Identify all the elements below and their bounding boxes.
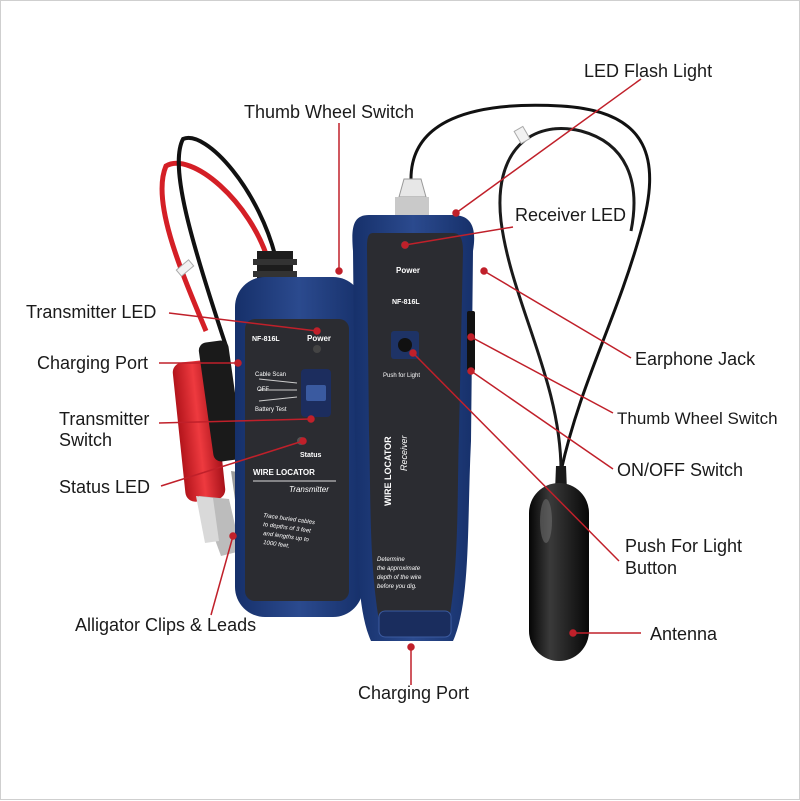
antenna-cable	[409, 103, 652, 472]
label-transmitter-led: Transmitter LED	[26, 302, 157, 322]
leader-transmitter-led	[168, 312, 318, 332]
black-lead	[176, 135, 279, 347]
transmitter-body	[235, 251, 363, 617]
rx-power: Power	[396, 266, 420, 275]
leader-thumb-wheel-right	[470, 336, 614, 414]
leader-transmitter-switch	[158, 418, 312, 424]
leader-led-flash	[455, 78, 642, 214]
label-thumb-wheel-switch-right: Thumb Wheel Switch	[617, 409, 778, 428]
leader-on-off	[470, 370, 614, 470]
leader-lines	[158, 78, 642, 685]
antenna-cable-loop	[498, 127, 636, 472]
leader-status-led	[160, 440, 304, 487]
rx-title: WIRE LOCATOR	[383, 436, 393, 506]
label-transmitter-switch-line2: Switch	[59, 430, 113, 450]
label-on-off-switch: ON/OFF Switch	[617, 460, 744, 480]
rx-desc-1: Determine	[377, 557, 405, 563]
tx-subtitle: Transmitter	[289, 485, 329, 494]
rx-model: NF-816L	[392, 299, 420, 306]
tx-off: OFF	[257, 387, 269, 393]
label-receiver-led: Receiver LED	[515, 205, 627, 225]
rx-subtitle: Receiver	[399, 434, 409, 471]
tx-model: NF-816L	[252, 336, 280, 343]
tx-cable-scan: Cable Scan	[255, 372, 286, 378]
label-alligator-clips: Alligator Clips & Leads	[75, 615, 257, 635]
tx-desc-4: 1000 feet.	[263, 540, 290, 550]
tx-power: Power	[307, 334, 331, 343]
tx-status: Status	[300, 452, 322, 459]
label-transmitter-switch-line1: Transmitter	[59, 409, 150, 429]
cable-tie	[513, 125, 531, 145]
leader-earphone-jack	[483, 270, 632, 359]
rx-desc-3: depth of the wire	[377, 575, 422, 581]
rx-desc-2: the approximate	[377, 566, 421, 572]
leader-push-for-light	[412, 352, 620, 562]
rx-push-for-light: Push for Light	[383, 373, 420, 379]
rx-desc-4: before you dig.	[377, 584, 417, 590]
label-earphone-jack: Earphone Jack	[635, 349, 756, 369]
label-thumb-wheel-switch-top: Thumb Wheel Switch	[244, 102, 415, 122]
leader-alligator	[210, 535, 234, 616]
label-led-flash-light: LED Flash Light	[584, 61, 713, 81]
label-push-for-light-line1: Push For Light	[625, 536, 743, 556]
tx-battery-test: Battery Test	[255, 407, 287, 413]
antenna-probe	[529, 466, 589, 661]
label-charging-port-left: Charging Port	[37, 353, 149, 373]
tx-title: WIRE LOCATOR	[253, 468, 315, 477]
leader-receiver-led	[404, 226, 514, 246]
receiver-body	[352, 178, 475, 641]
label-push-for-light-line2: Button	[625, 558, 678, 578]
label-status-led: Status LED	[59, 477, 151, 497]
lead-cable-tie	[175, 259, 195, 277]
label-charging-port-bottom: Charging Port	[358, 683, 470, 703]
label-antenna: Antenna	[650, 624, 718, 644]
